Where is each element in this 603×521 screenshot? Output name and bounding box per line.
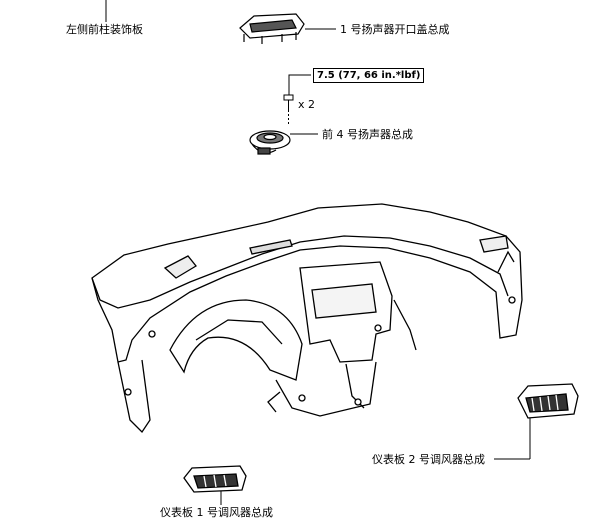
register-2-part xyxy=(517,383,579,419)
register-1-part xyxy=(183,465,247,493)
front-speaker-part xyxy=(249,130,291,155)
bolt-quantity: x 2 xyxy=(298,98,316,111)
label-left-front-pillar-garnish: 左侧前柱装饰板 xyxy=(66,23,143,36)
label-speaker-opening-cover: 1 号扬声器开口盖总成 xyxy=(340,23,450,36)
label-front-speaker: 前 4 号扬声器总成 xyxy=(322,128,413,141)
leader-torque-bolt xyxy=(288,74,311,95)
torque-spec-box: 7.5 (77, 66 in.*lbf) xyxy=(313,68,425,83)
speaker-opening-cover-part xyxy=(239,13,305,44)
label-register-1: 仪表板 1 号调风器总成 xyxy=(160,506,273,519)
instrument-panel-part xyxy=(91,203,523,434)
label-register-2: 仪表板 2 号调风器总成 xyxy=(372,453,485,466)
bolt-part xyxy=(283,94,294,126)
